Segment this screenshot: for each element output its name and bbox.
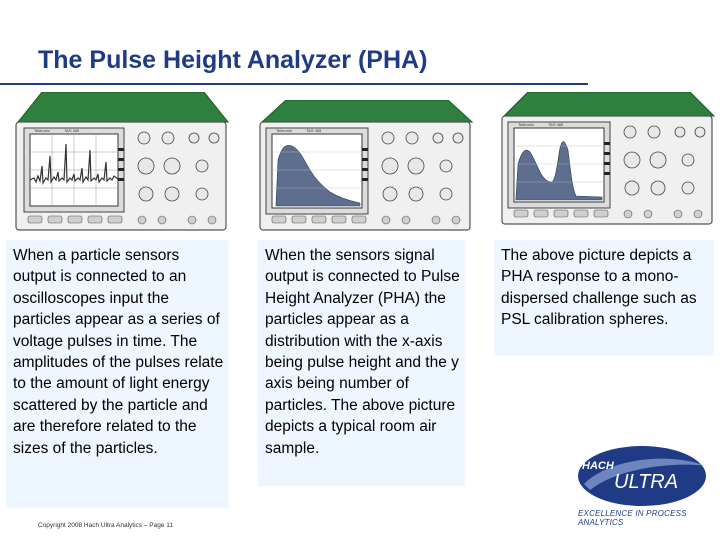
scope-brand: Tektronix: [518, 122, 534, 127]
description-pha-room-air: When the sensors signal output is connec…: [258, 240, 465, 486]
scope-model: TAS 465: [306, 128, 322, 133]
page-title: The Pulse Height Analyzer (PHA): [38, 46, 428, 74]
logo-ultra: ULTRA: [614, 471, 678, 493]
title-rule: [0, 83, 588, 85]
logo-hach: HACH: [582, 460, 615, 472]
scope-brand: Tektronix: [34, 128, 50, 133]
hach-ultra-logo: HACH ULTRA: [578, 446, 706, 506]
oscilloscope-1: Tektronix TAS 465: [15, 92, 230, 231]
logo-tagline: EXCELLENCE IN PROCESS ANALYTICS: [578, 509, 687, 527]
description-text: The above picture depicts a PHA response…: [501, 247, 697, 329]
scope-brand: Tektronix: [276, 128, 292, 133]
description-text: When the sensors signal output is connec…: [265, 247, 460, 457]
description-text: When a particle sensors output is connec…: [13, 247, 224, 457]
scope-model: TAS 465: [548, 122, 564, 127]
scope-model: TAS 465: [64, 128, 80, 133]
description-pha-psl: The above picture depicts a PHA response…: [494, 240, 714, 356]
copyright-footer: Copyright 2008 Hach Ultra Analytics – Pa…: [38, 522, 174, 529]
oscilloscope-3: Tektronix TAS 465: [501, 92, 716, 225]
description-oscilloscope: When a particle sensors output is connec…: [6, 240, 229, 508]
oscilloscope-2: Tektronix TAS 465: [259, 100, 474, 231]
